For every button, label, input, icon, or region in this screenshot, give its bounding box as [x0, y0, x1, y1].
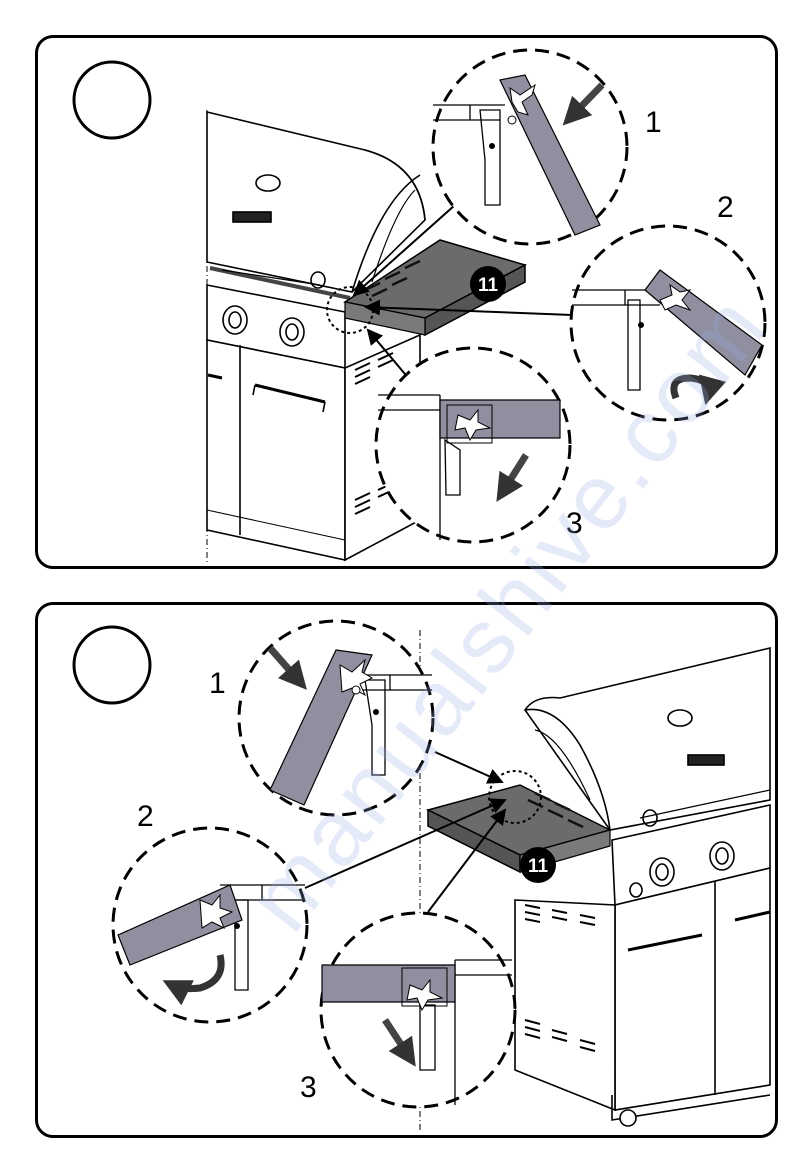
step-number-circle	[74, 627, 150, 703]
panel-top-drawing: 11 1	[74, 50, 765, 565]
zoom-detail-circle-2	[113, 828, 307, 1022]
step-label-1: 1	[209, 667, 226, 700]
zoom-detail-circle-3	[321, 913, 515, 1107]
zoom-detail-circle-1	[433, 50, 627, 244]
step-label-2: 2	[137, 800, 154, 833]
step-label-1: 1	[645, 106, 662, 139]
step-label-3: 3	[300, 1071, 317, 1104]
step-label-3: 3	[566, 507, 583, 540]
part-badge-label: 11	[478, 275, 499, 296]
zoom-detail-circle-1	[239, 621, 433, 815]
part-badge-label: 11	[528, 856, 549, 877]
zoom-detail-circle-3	[376, 348, 570, 542]
side-shelf	[428, 785, 610, 872]
step-label-2: 2	[717, 191, 734, 224]
step-number-circle	[74, 62, 150, 138]
panel-bottom-drawing: 11 1	[74, 621, 770, 1130]
grill-illustration	[515, 648, 770, 1126]
zoom-detail-circle-2	[571, 226, 765, 420]
